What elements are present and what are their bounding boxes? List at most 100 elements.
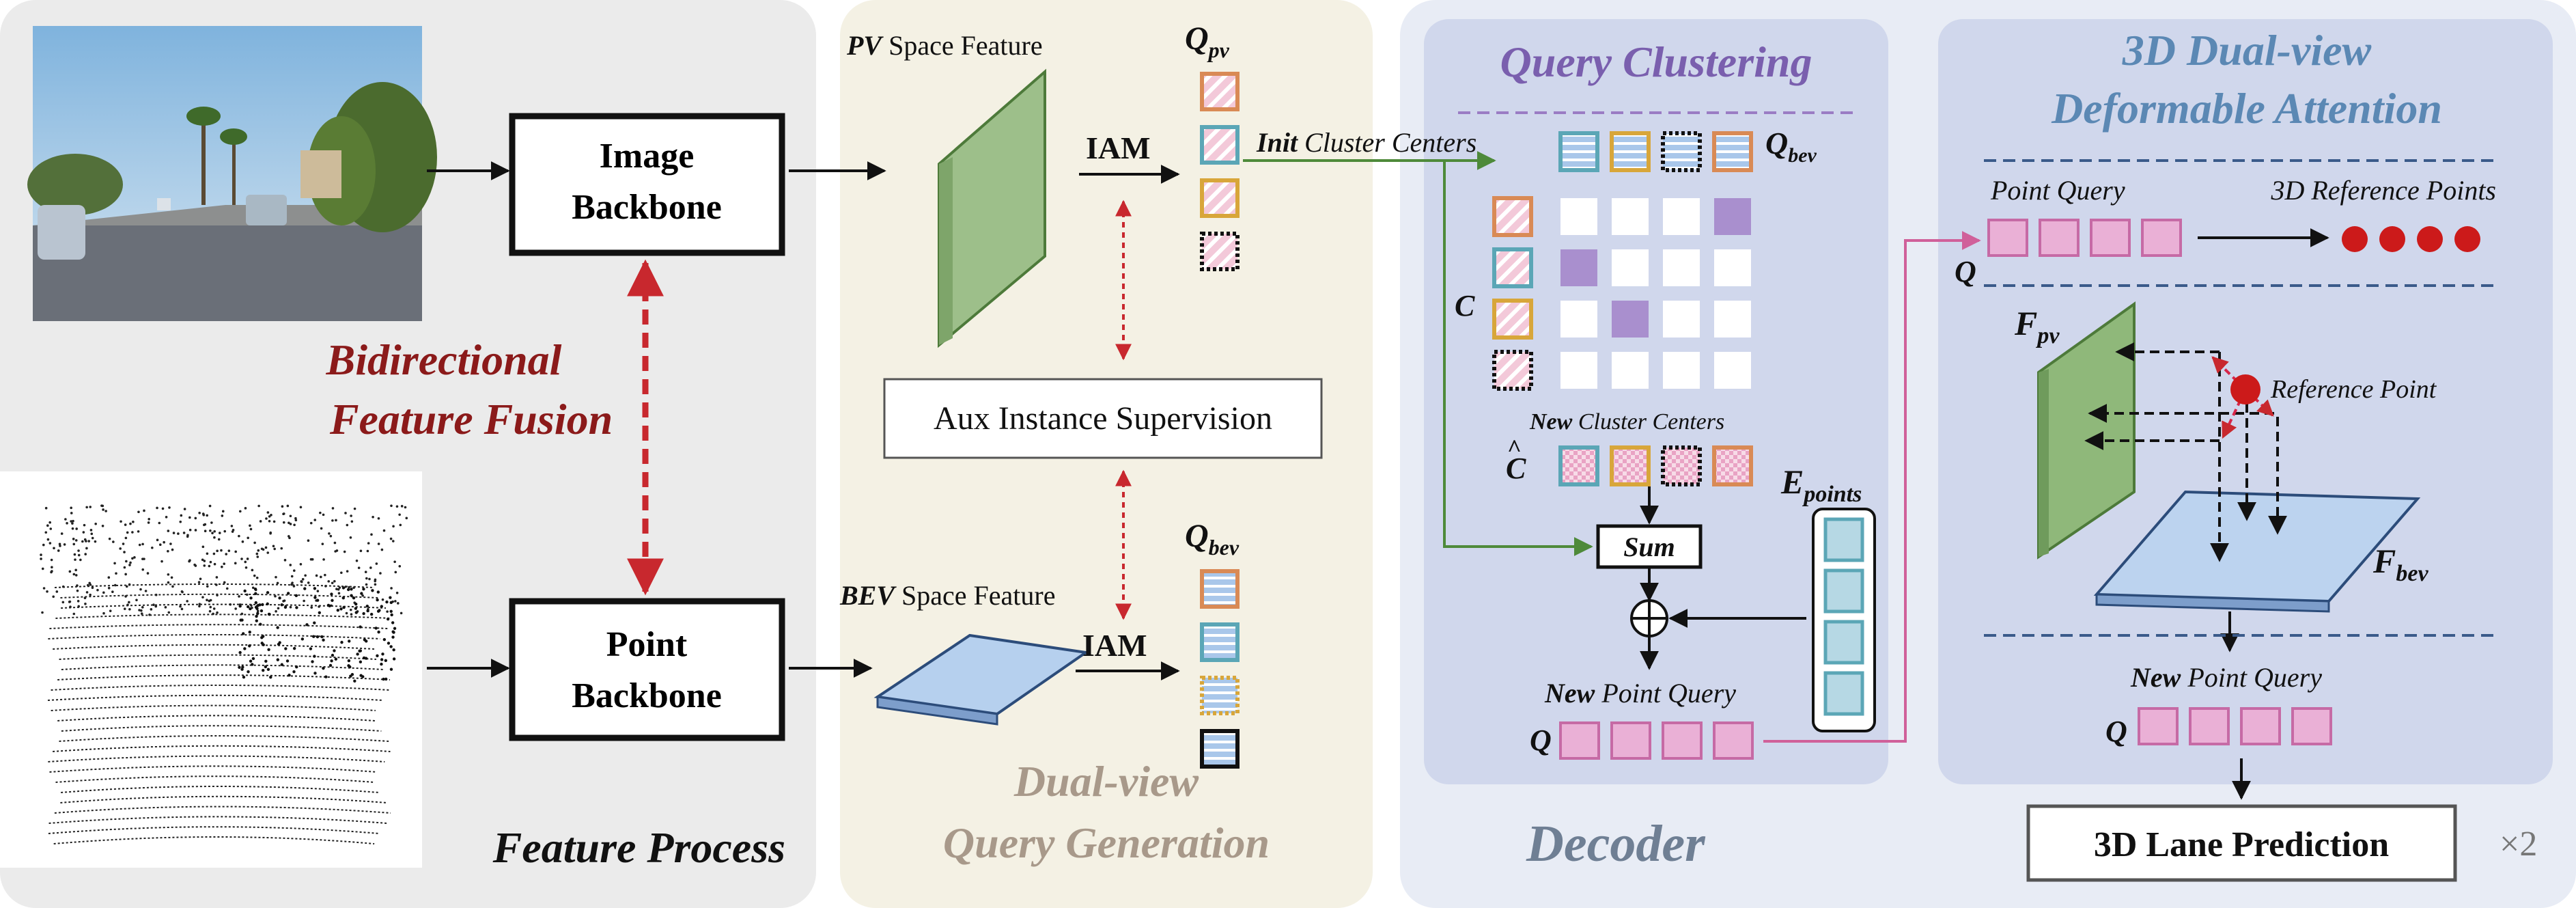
point-query-cell bbox=[1987, 219, 2028, 257]
q-bev-row bbox=[1558, 131, 1753, 172]
sum-box: Sum bbox=[1596, 524, 1703, 569]
matrix-cell bbox=[1714, 301, 1751, 338]
pink-query-connector bbox=[1763, 231, 1981, 743]
pv-feature-slab bbox=[938, 68, 1046, 348]
decoder-title: Decoder bbox=[1526, 815, 1706, 872]
c-hat-cell bbox=[1558, 445, 1599, 486]
point-query-cell bbox=[2141, 219, 2182, 257]
plus-circle-icon bbox=[1630, 599, 1668, 637]
cluster-q-bev-cell bbox=[1558, 131, 1599, 172]
green-path-main bbox=[1243, 159, 1593, 556]
point-backbone-box: Point Backbone bbox=[509, 598, 785, 741]
q-pv-cell bbox=[1200, 178, 1240, 218]
attention-title-line2: Deformable Attention bbox=[2051, 84, 2442, 133]
matrix-cell bbox=[1663, 301, 1700, 338]
attention-query-cell bbox=[2189, 707, 2230, 745]
ref-point-dot bbox=[2379, 226, 2405, 252]
ref-points-3d-label: 3D Reference Points bbox=[2270, 175, 2496, 206]
q-bev-stack bbox=[1200, 569, 1240, 769]
reference-point-label: Reference Point bbox=[2270, 375, 2437, 404]
attention-new-q-label: Q bbox=[2105, 715, 2127, 748]
bev-feature-label: BEV Space Feature bbox=[839, 580, 1056, 611]
fusion-label-line1: Bidirectional bbox=[326, 335, 562, 384]
bev-feature-slab bbox=[873, 633, 1090, 726]
q-bev-cell bbox=[1200, 729, 1240, 769]
q-bev-cell bbox=[1200, 569, 1240, 609]
attention-query-cell bbox=[2291, 707, 2332, 745]
matrix-cell bbox=[1612, 352, 1649, 389]
init-centers-label: Init Cluster Centers bbox=[1256, 127, 1476, 158]
matrix-cell bbox=[1714, 198, 1751, 235]
matrix-cell bbox=[1714, 249, 1751, 286]
matrix-cell bbox=[1560, 301, 1597, 338]
lane-prediction-text: 3D Lane Prediction bbox=[2094, 825, 2389, 864]
aux-supervision-box: Aux Instance Supervision bbox=[883, 378, 1323, 459]
q-bev-cell bbox=[1200, 676, 1240, 715]
c-cell bbox=[1492, 299, 1533, 340]
cluster-new-query-label: New Point Query bbox=[1544, 678, 1736, 708]
matrix-cell bbox=[1663, 198, 1700, 235]
c-hat-caret: ^ bbox=[1507, 435, 1522, 462]
cluster-q-bev-cell bbox=[1610, 131, 1651, 172]
lidar-point-cloud bbox=[0, 471, 422, 868]
point-query-cell bbox=[2090, 219, 2131, 257]
attention-query-cell bbox=[2138, 707, 2179, 745]
lane-prediction-box: 3D Lane Prediction bbox=[2026, 804, 2457, 882]
cluster-q-bev-label: Qbev bbox=[1765, 126, 1817, 167]
matrix-cell bbox=[1612, 198, 1649, 235]
attention-title-line1: 3D Dual-view bbox=[2122, 26, 2372, 74]
cluster-query-cell bbox=[1610, 721, 1651, 760]
cluster-new-query-row bbox=[1559, 721, 1754, 760]
image-backbone-line1: Image bbox=[600, 137, 695, 176]
attention-q-label: Q bbox=[1955, 255, 1976, 288]
point-query-label: Point Query bbox=[1990, 175, 2125, 206]
point-backbone-line1: Point bbox=[606, 625, 688, 664]
e-points-cell bbox=[1823, 620, 1864, 665]
c-hat-label: C bbox=[1506, 452, 1526, 485]
c-label: C bbox=[1455, 289, 1475, 322]
q-pv-cell bbox=[1200, 232, 1240, 271]
matrix-cell bbox=[1663, 249, 1700, 286]
similarity-matrix bbox=[1560, 198, 1751, 389]
attention-new-query-row bbox=[2138, 707, 2332, 745]
ref-point-dot bbox=[2454, 226, 2480, 252]
cluster-query-cell bbox=[1662, 721, 1703, 760]
cluster-q-label: Q bbox=[1530, 724, 1552, 757]
iam-label-pv: IAM bbox=[1086, 130, 1151, 165]
f-pv-label: Fpv bbox=[2014, 304, 2060, 348]
f-pv-slab bbox=[2037, 301, 2136, 560]
f-bev-label: Fbev bbox=[2372, 542, 2428, 586]
query-gen-title-line1: Dual-view bbox=[1013, 757, 1199, 806]
e-points-label: Epoints bbox=[1780, 463, 1862, 507]
cluster-query-cell bbox=[1713, 721, 1754, 760]
c-column bbox=[1492, 196, 1533, 391]
point-backbone-line2: Backbone bbox=[572, 676, 722, 715]
c-cell bbox=[1492, 247, 1533, 288]
iam-label-bev: IAM bbox=[1082, 628, 1147, 663]
feature-process-title: Feature Process bbox=[492, 823, 785, 872]
attention-query-cell bbox=[2240, 707, 2281, 745]
matrix-cell bbox=[1663, 352, 1700, 389]
q-pv-cell bbox=[1200, 72, 1240, 111]
camera-image bbox=[27, 26, 437, 321]
c-cell bbox=[1492, 196, 1533, 237]
sum-text: Sum bbox=[1623, 532, 1675, 562]
q-pv-stack bbox=[1200, 72, 1240, 271]
cluster-q-bev-cell bbox=[1712, 131, 1753, 172]
reference-point-dot bbox=[2230, 374, 2260, 404]
q-pv-label: Qpv bbox=[1185, 20, 1230, 62]
c-hat-row bbox=[1558, 445, 1753, 486]
matrix-cell bbox=[1612, 301, 1649, 338]
repeat-label: ×2 bbox=[2500, 825, 2537, 864]
ref-point-dot bbox=[2342, 226, 2368, 252]
c-cell bbox=[1492, 350, 1533, 391]
ref-point-dot bbox=[2417, 226, 2443, 252]
new-centers-label: New Cluster Centers bbox=[1529, 409, 1724, 435]
ref-points-3d-dots bbox=[2342, 226, 2480, 252]
c-hat-cell bbox=[1661, 445, 1702, 486]
projection-lines bbox=[2084, 342, 2287, 562]
matrix-cell bbox=[1560, 198, 1597, 235]
f-bev-slab bbox=[2093, 490, 2421, 613]
matrix-cell bbox=[1560, 352, 1597, 389]
